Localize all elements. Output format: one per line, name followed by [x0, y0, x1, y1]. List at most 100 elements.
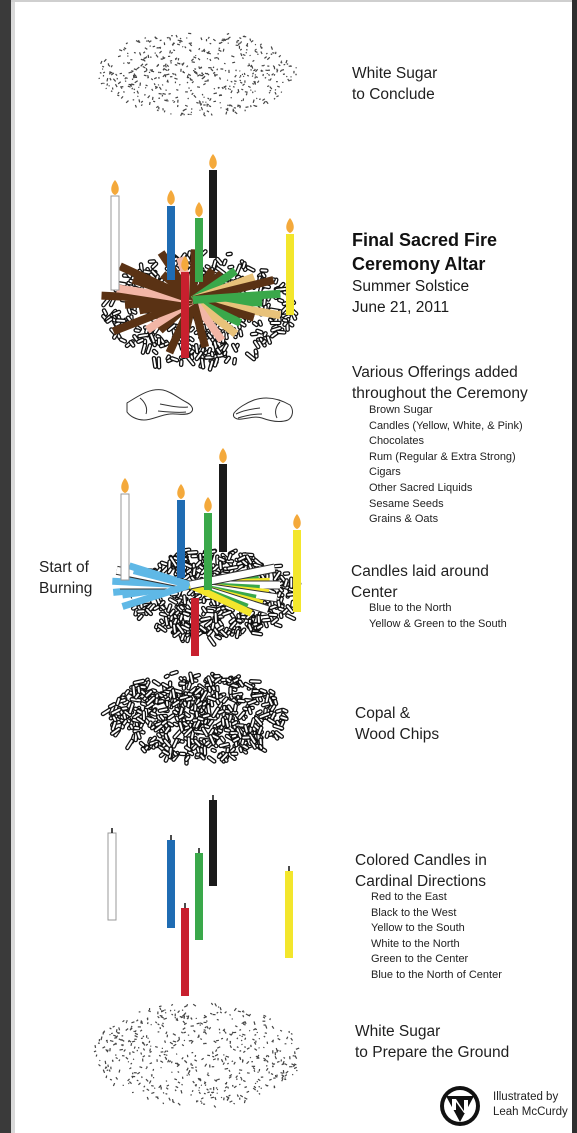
wood-chip	[133, 692, 141, 700]
sugar-grain	[117, 81, 122, 85]
sugar-grain	[187, 1071, 191, 1075]
flame-icon	[286, 218, 294, 233]
wood-chip	[230, 720, 239, 727]
sugar-grain	[233, 80, 237, 83]
sugar-grain	[172, 1100, 175, 1104]
sugar-grain	[183, 1031, 187, 1034]
sugar-grain	[271, 1025, 275, 1029]
sugar-grain	[105, 1049, 109, 1053]
sugar-grain	[224, 1086, 228, 1089]
sugar-grain	[166, 1084, 170, 1087]
sugar-grain	[192, 1003, 197, 1007]
sugar-grain	[112, 1043, 116, 1046]
sugar-grain	[106, 83, 109, 86]
sugar-grain	[218, 49, 222, 52]
sugar-grain	[188, 1039, 193, 1042]
sugar-grain	[99, 1059, 101, 1062]
sugar-grain	[118, 1027, 121, 1031]
sugar-grain	[148, 101, 151, 106]
sugar-grain	[293, 1063, 297, 1066]
sugar-grain	[152, 100, 156, 103]
sugar-grain	[184, 104, 188, 107]
sugar-grain	[106, 1069, 109, 1072]
sugar-grain	[294, 1051, 296, 1055]
wood-chip	[163, 341, 170, 347]
sugar-grain	[122, 48, 126, 51]
sugar-grain	[158, 97, 161, 99]
sugar-grain	[292, 1064, 296, 1068]
sugar-grain	[165, 1080, 168, 1082]
sugar-grain	[207, 52, 211, 55]
sugar-grain	[246, 1072, 250, 1074]
sugar-grain	[213, 1040, 217, 1044]
sugar-grain	[187, 76, 190, 79]
sugar-grain	[135, 40, 139, 43]
candle	[191, 598, 199, 656]
wood-chip	[251, 320, 259, 328]
wood-chip	[210, 598, 217, 607]
sugar-grain	[262, 98, 266, 102]
sugar-grain	[223, 1054, 225, 1056]
sugar-grain	[268, 1071, 270, 1074]
wood-chip	[217, 709, 225, 715]
sugar-grain	[214, 74, 218, 77]
wood-chip	[151, 355, 158, 369]
sugar-grain	[127, 1061, 130, 1063]
sugar-grain	[116, 94, 120, 97]
label-line: Various Offerings added	[352, 364, 518, 381]
sugar-grain	[244, 1097, 248, 1100]
sugar-grain	[104, 1060, 107, 1065]
sugar-grain	[142, 1048, 146, 1051]
sugar-grain	[218, 47, 221, 50]
sugar-grain	[120, 87, 123, 90]
sugar-grain	[245, 1013, 250, 1017]
wood-chip	[269, 703, 277, 713]
sugar-grain	[284, 1074, 288, 1077]
sugar-grain	[152, 1068, 155, 1071]
sugar-grain	[252, 99, 255, 103]
list-item: Red to the East	[371, 891, 447, 903]
sugar-grain	[140, 100, 144, 103]
wood-chip	[166, 603, 173, 614]
label-line: Start of	[39, 559, 89, 576]
sugar-grain	[246, 1060, 250, 1065]
sugar-grain	[194, 1054, 197, 1058]
sugar-grain	[249, 1056, 252, 1059]
flame-icon	[209, 154, 217, 169]
sugar-grain	[120, 86, 124, 88]
sugar-grain	[138, 1082, 141, 1086]
sugar-grain	[105, 1039, 108, 1042]
sugar-grain	[158, 76, 160, 79]
sugar-grain	[145, 84, 148, 87]
sugar-grain	[254, 1028, 258, 1031]
sugar-grain	[203, 49, 206, 53]
candle	[107, 832, 117, 921]
sugar-grain	[263, 1024, 266, 1026]
sugar-grain	[167, 1059, 170, 1063]
sugar-grain	[160, 58, 163, 60]
sugar-grain	[122, 1084, 124, 1086]
sugar-grain	[295, 1047, 300, 1050]
sugar-grain	[204, 1063, 208, 1067]
wood-chip	[156, 623, 168, 633]
sugar-grain	[121, 1038, 125, 1042]
sugar-grain	[107, 64, 111, 67]
list-item: Chocolates	[369, 435, 425, 448]
candle	[177, 500, 185, 578]
sugar-grain	[145, 1043, 149, 1046]
wood-chip	[285, 604, 295, 615]
list-item: Black to the West	[371, 906, 457, 919]
sugar-grain	[197, 73, 201, 77]
wood-chip	[133, 328, 142, 334]
sugar-grain	[130, 59, 133, 61]
sugar-grain	[176, 1017, 179, 1022]
sugar-grain	[194, 68, 197, 70]
wood-chip	[279, 715, 289, 722]
sugar-grain	[161, 94, 164, 97]
sugar-grain	[200, 106, 204, 111]
sugar-grain	[154, 85, 157, 88]
sugar-grain	[180, 1016, 184, 1019]
sugar-grain	[254, 90, 256, 92]
sugar-grain	[150, 1023, 152, 1026]
sugar-grain	[161, 84, 164, 86]
